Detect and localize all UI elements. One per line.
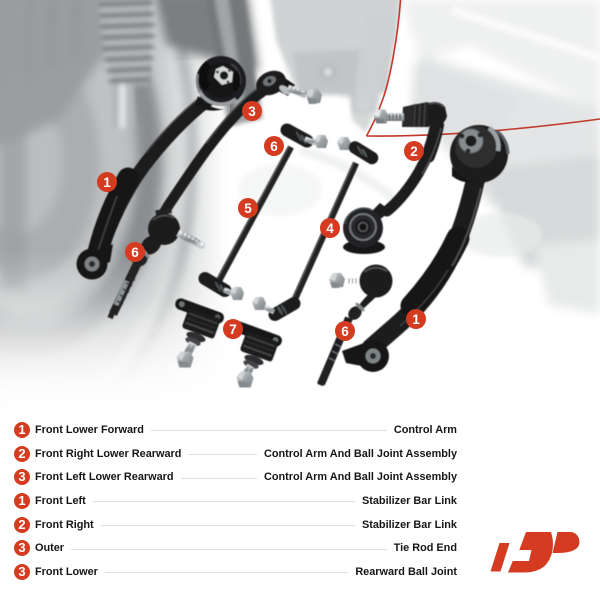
svg-text:2: 2 [410, 144, 418, 159]
svg-text:4: 4 [326, 221, 334, 236]
svg-text:1: 1 [412, 312, 420, 327]
svg-text:3: 3 [248, 104, 256, 119]
svg-text:1: 1 [103, 175, 111, 190]
svg-text:5: 5 [244, 201, 252, 216]
svg-text:6: 6 [270, 139, 278, 154]
svg-text:6: 6 [131, 245, 139, 260]
svg-text:6: 6 [341, 324, 349, 339]
svg-text:7: 7 [229, 322, 237, 337]
